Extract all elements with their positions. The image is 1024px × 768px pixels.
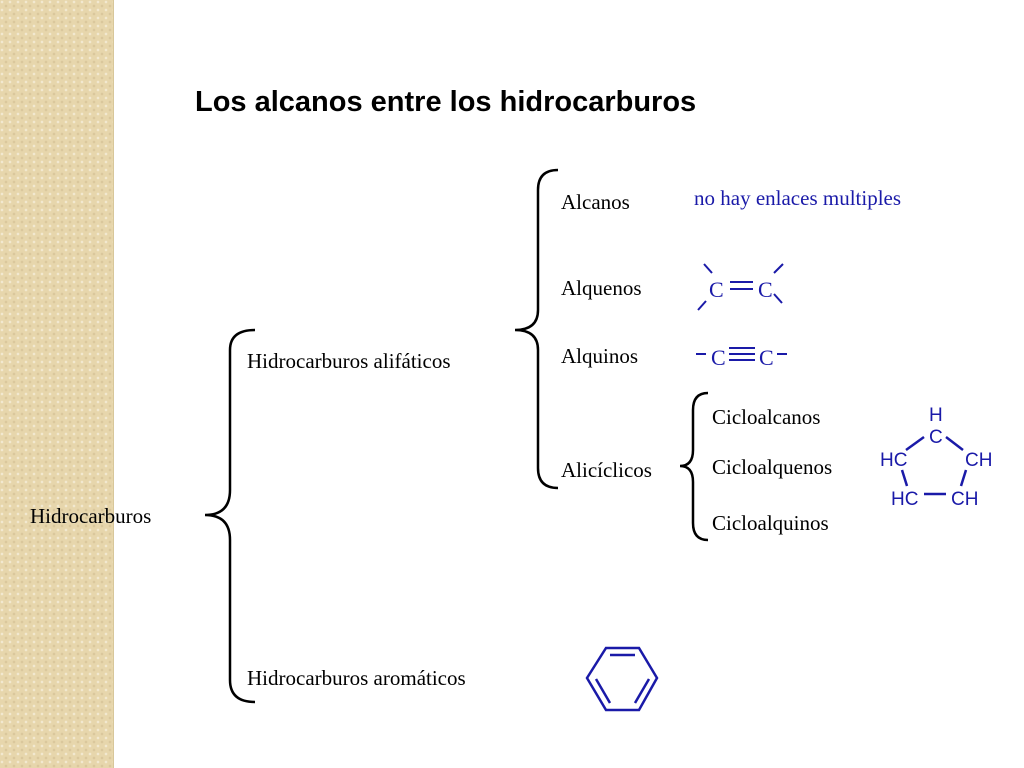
label-cicloalcanos: Cicloalcanos: [712, 405, 821, 429]
label-alquenos: Alquenos: [561, 276, 642, 300]
label-alcanos: Alcanos: [561, 190, 630, 214]
root-label-hidrocarburos: Hidrocarburos: [30, 504, 152, 528]
double-bond-icon: C C: [697, 263, 784, 311]
benzene-ring-icon: [585, 646, 659, 712]
label-hidrocarburos-alifaticos: Hidrocarburos alifáticos: [247, 349, 451, 373]
bracket-aliphatic: [514, 168, 559, 490]
page-title: Los alcanos entre los hidrocarburos: [195, 86, 697, 118]
atom-ch: CH: [965, 450, 992, 471]
atom-c: C: [758, 277, 773, 302]
atom-c: C: [929, 427, 943, 448]
atom-c: C: [759, 345, 774, 370]
atom-h: H: [929, 405, 943, 426]
label-aliciclicos: Alicíclicos: [561, 458, 652, 482]
bracket-alicyclic: [679, 391, 709, 542]
atom-hc: HC: [891, 489, 918, 510]
label-alquinos: Alquinos: [561, 344, 639, 368]
label-hidrocarburos-aromaticos: Hidrocarburos aromáticos: [247, 666, 466, 690]
atom-c: C: [709, 277, 724, 302]
triple-bond-icon: C C: [696, 345, 787, 370]
decorative-side-strip: [0, 0, 114, 768]
atom-ch: CH: [951, 489, 978, 510]
label-cicloalquinos: Cicloalquinos: [712, 511, 829, 535]
label-cicloalquenos: Cicloalquenos: [712, 455, 833, 479]
atom-hc: HC: [880, 450, 907, 471]
bracket-root: [204, 328, 256, 704]
atom-c: C: [711, 345, 726, 370]
note-no-multiple-bonds: no hay enlaces multiples: [694, 186, 902, 210]
cyclopentene-icon: H C HC CH HC CH: [880, 405, 992, 510]
